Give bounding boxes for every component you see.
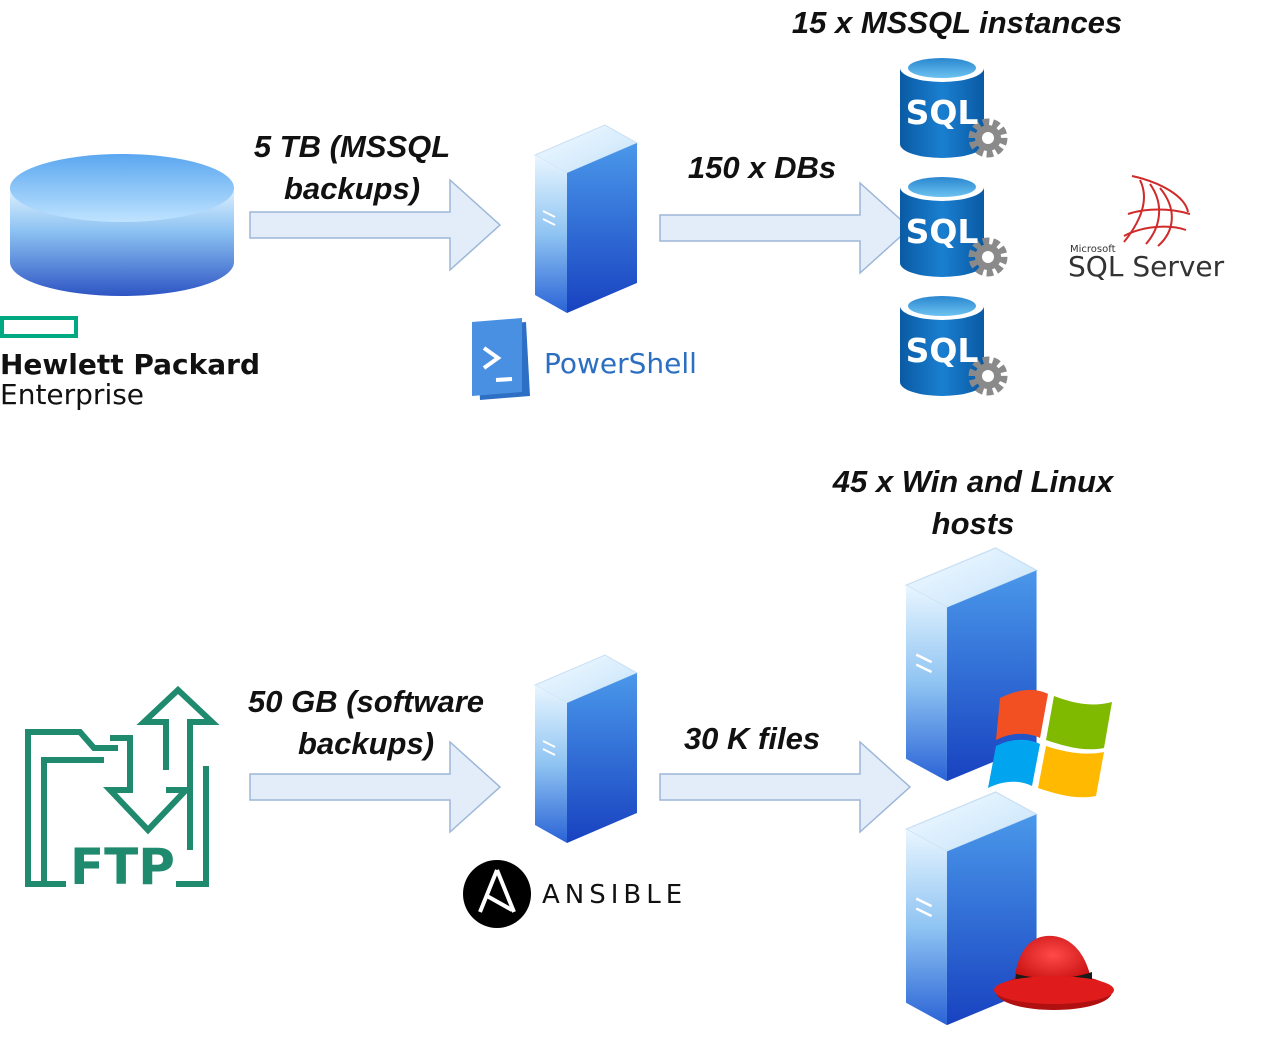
sql-instance: SQL — [900, 173, 1003, 277]
sql-icon-text: SQL — [906, 331, 979, 370]
ftp-upload-arrow-icon — [136, 685, 220, 850]
bottom-targets-label-line1: 45 x Win and Linux — [832, 464, 1115, 499]
ftp-folder-icon — [25, 729, 118, 887]
sql-server-swoosh-icon — [1123, 175, 1191, 247]
powershell-logo: PowerShell — [472, 318, 697, 400]
storage-disk-icon — [10, 154, 234, 296]
windows-host — [904, 546, 1112, 798]
ftp-logo-text: FTP — [70, 838, 175, 896]
top-transfer-label-line1: 5 TB (MSSQL — [254, 129, 450, 164]
sql-instance: SQL — [900, 54, 1003, 158]
sql-server-logo-text: SQL Server — [1068, 250, 1225, 283]
linux-host — [904, 790, 1114, 1027]
top-server-icon — [534, 124, 638, 314]
hpe-logo-line2: Enterprise — [0, 378, 144, 411]
sql-icon-text: SQL — [906, 212, 979, 251]
sql-instance: SQL — [900, 292, 1003, 396]
ftp-download-arrow-icon — [103, 735, 193, 835]
hpe-logo: Hewlett Packard Enterprise — [0, 316, 260, 411]
powershell-logo-text: PowerShell — [544, 347, 697, 380]
windows-logo-icon — [988, 689, 1112, 798]
ansible-logo: ANSIBLE — [463, 860, 687, 928]
powershell-icon — [472, 318, 530, 400]
ansible-logo-text: ANSIBLE — [542, 880, 687, 910]
top-targets-label: 15 x MSSQL instances — [792, 5, 1122, 40]
redhat-logo-icon — [994, 935, 1114, 1010]
hpe-logo-line1: Hewlett Packard — [0, 348, 260, 381]
bottom-transfer-label-line1: 50 GB (software — [248, 684, 484, 719]
top-transfer-label-line2: backups) — [284, 171, 420, 206]
hpe-logo-mark — [0, 316, 78, 338]
ftp-logo — [25, 685, 220, 887]
bottom-transfer-label-line2: backups) — [298, 726, 434, 761]
top-arrow-to-instances — [659, 182, 911, 274]
top-count-label: 150 x DBs — [688, 150, 836, 185]
bottom-targets-label-line2: hosts — [932, 506, 1015, 541]
sql-server-logo: Microsoft SQL Server — [1068, 175, 1225, 283]
sql-server-logo-small-text: Microsoft — [1070, 244, 1116, 255]
sql-icon-text: SQL — [906, 93, 979, 132]
bottom-server-icon — [534, 654, 638, 844]
bottom-count-label: 30 K files — [684, 721, 820, 756]
